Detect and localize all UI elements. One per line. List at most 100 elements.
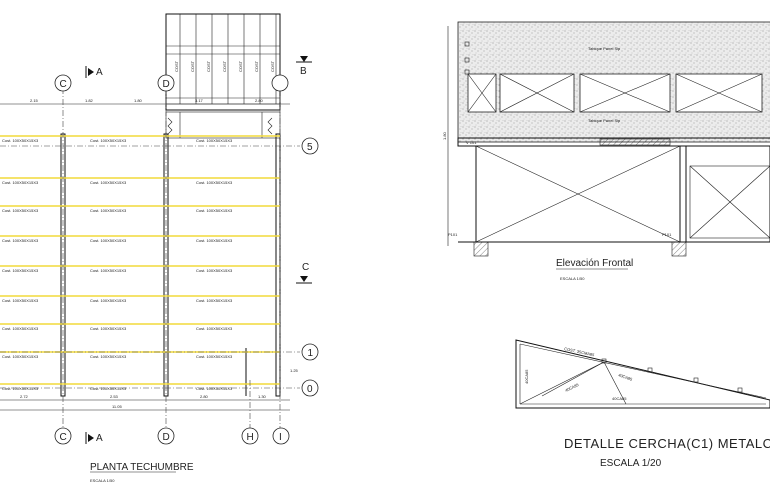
dims-bottom: 2.72 2.53 2.80 1.30 11.05 1.25	[20, 368, 299, 409]
joist-label: Cost. 100X50X15X3	[90, 208, 127, 213]
top-joist-label: COST	[254, 60, 259, 72]
joist-label: Cost. 100X50X15X3	[196, 238, 233, 243]
column-left	[473, 241, 489, 257]
joist-label: Cost. 100X50X15X3	[90, 138, 127, 143]
axis-bubble-i-top	[271, 74, 289, 92]
section-mark-a-bottom: A	[85, 432, 103, 444]
truss-title: DETALLE CERCHA(C1) METALCO	[564, 436, 770, 451]
elev-panels	[467, 73, 763, 113]
elev-height-dim: 1.80	[442, 131, 447, 140]
svg-text:A: A	[96, 433, 103, 444]
svg-text:A: A	[96, 67, 103, 78]
top-joist-label: COST	[238, 60, 243, 72]
section-mark-a-top: A	[85, 66, 103, 78]
svg-text:C: C	[302, 262, 309, 273]
column-mid	[671, 241, 687, 257]
dim-bot-1: 2.72	[20, 394, 29, 399]
dim-top-4: 3.17	[195, 98, 204, 103]
joist-label: Cost. 100X50X15X3	[90, 354, 127, 359]
joist-label: Cost. 100X50X15X3	[2, 326, 39, 331]
p101-left: P101	[448, 232, 458, 237]
svg-text:C: C	[60, 79, 67, 90]
dim-top-2: 1.82	[85, 98, 94, 103]
axis-bubble-c-top: C	[54, 74, 72, 92]
truss-chord-label: COST. 35CMA85	[564, 346, 596, 357]
truss-scale: ESCALA 1/20	[600, 458, 662, 469]
joist-label: Cost. 100X50X15X3	[90, 326, 127, 331]
axis-bubble-d-bottom: D	[157, 427, 175, 445]
dim-bot-3: 2.80	[200, 394, 209, 399]
svg-text:I: I	[279, 432, 282, 443]
frame-right	[685, 145, 770, 243]
truss-outline	[515, 339, 770, 409]
section-mark-b: B	[296, 56, 312, 77]
truss-member-4: 40CA85	[612, 396, 627, 401]
joist-label: Cost. 100X50X15X3	[2, 138, 39, 143]
joist-label: Cost. 100X50X15X3	[90, 180, 127, 185]
joist-label: Cost. 100X50X15X3	[2, 238, 39, 243]
axis-bubble-0: 0	[301, 379, 319, 397]
svg-text:D: D	[163, 432, 170, 443]
dims-top: 2.15 1.82 1.80 3.17 2.80	[30, 98, 264, 103]
joist-label: Cost. 100X50X15X3	[2, 386, 39, 391]
sip-label-bottom: Tabique Panel Sip	[588, 118, 621, 123]
dim-bot-2: 2.53	[110, 394, 119, 399]
axis-bubble-d-top: D	[157, 74, 175, 92]
joist-label: Cost. 100X50X15X3	[196, 386, 233, 391]
section-mark-c: C	[296, 262, 312, 284]
front-elevation: 1.80 Tabique Panel Sip Tabique Panel Sip…	[442, 21, 770, 281]
joist-label: Cost. 100X50X15X3	[196, 354, 233, 359]
dim-top-3: 1.80	[134, 98, 143, 103]
beam-axis-h	[275, 133, 281, 397]
svg-text:5: 5	[307, 142, 313, 153]
elev-title: Elevación Frontal	[556, 258, 633, 269]
joist-label: Cost. 100X50X15X3	[2, 180, 39, 185]
dim-top-5: 2.80	[255, 98, 264, 103]
axis-bubble-1: 1	[301, 343, 319, 361]
joist-label: Cost. 100X50X15X3	[196, 180, 233, 185]
svg-text:0: 0	[307, 384, 313, 395]
joist-label: Cost. 100X50X15X3	[196, 138, 233, 143]
joist-label: Cost. 100X50X15X3	[196, 298, 233, 303]
plan-title: PLANTA TECHUMBRE	[90, 462, 194, 473]
axis-bubble-5: 5	[301, 137, 319, 155]
axis-bubble-i-bottom: I	[272, 427, 290, 445]
dim-side: 1.25	[290, 368, 299, 373]
dim-top-1: 2.15	[30, 98, 39, 103]
plan-scale: ESCALA 1/50	[90, 478, 115, 483]
svg-text:D: D	[163, 79, 170, 90]
sip-label-top: Tabique Panel Sip	[588, 46, 621, 51]
top-joist-label: COST	[190, 60, 195, 72]
svg-text:1: 1	[308, 348, 314, 359]
joist-label: Cost. 100X50X15X3	[196, 268, 233, 273]
joist-label: Cost. 100X50X15X3	[2, 268, 39, 273]
axis-bubble-c-bottom: C	[54, 427, 72, 445]
truss-member-3: 40CA85	[618, 372, 634, 382]
v101-label: V 101	[466, 140, 477, 145]
stair-region	[165, 111, 281, 139]
top-joist-label: COST	[222, 60, 227, 72]
joist-label: Cost. 100X50X15X3	[90, 268, 127, 273]
svg-text:C: C	[60, 432, 67, 443]
top-joist-label: COST	[270, 60, 275, 72]
joist-label: Cost. 100X50X15X3	[196, 208, 233, 213]
truss-detail: COST. 35CMA85 40CA85 40CA85 40CA85 40CA8…	[515, 339, 770, 469]
axis-bubble-h-bottom: H	[241, 427, 259, 445]
joist-label: Cost. 100X50X15X3	[90, 298, 127, 303]
joist-label: Cost. 100X50X15X3	[2, 354, 39, 359]
joist-label: Cost. 100X50X15X3	[90, 386, 127, 391]
joist-label: Cost. 100X50X15X3	[196, 326, 233, 331]
truss-diagonal	[519, 361, 605, 405]
truss-member-1: 40CA85	[524, 369, 529, 384]
dim-bot-4: 1.30	[258, 394, 267, 399]
svg-text:H: H	[247, 432, 254, 443]
svg-text:B: B	[300, 66, 307, 77]
p101-right: P101	[662, 232, 672, 237]
top-joist-label: COST	[206, 60, 211, 72]
joist-label: Cost. 100X50X15X3	[2, 298, 39, 303]
joist-label: Cost. 100X50X15X3	[2, 208, 39, 213]
